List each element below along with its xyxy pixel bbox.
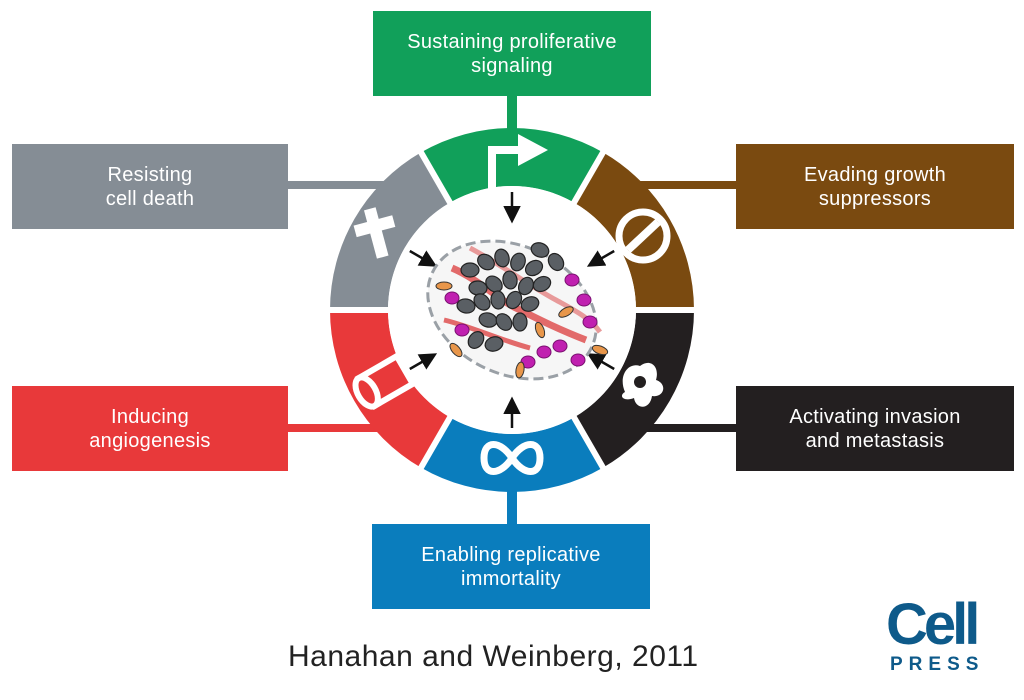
cell-press-logo: Cell PRESS [886, 596, 998, 680]
hallmark-box-evading-growth-suppressors: Evading growth suppressors [736, 144, 1014, 229]
tumor-cell [473, 293, 491, 311]
ring-separator [417, 414, 454, 471]
cross-icon [353, 207, 396, 259]
invading-cell-icon [621, 362, 664, 407]
tumor-cell [505, 290, 523, 310]
hallmark-label-line: Resisting [107, 163, 193, 186]
connector-top [507, 96, 517, 156]
tumor-cell [524, 259, 544, 277]
connector-bottom [507, 466, 517, 526]
connector-bottom-left [288, 424, 400, 432]
arrow-icon [488, 134, 548, 190]
ring-separator [417, 149, 454, 206]
blood-vessel-icon [352, 352, 417, 410]
tumor-cell [520, 296, 540, 312]
ring-segment-top-right [574, 152, 694, 310]
logo-sub: PRESS [890, 654, 985, 675]
inward-arrow [409, 353, 438, 371]
tumor-cell [477, 253, 495, 271]
tumor-cell [532, 275, 552, 293]
inward-arrow [586, 249, 615, 267]
stromal-cell [591, 344, 609, 356]
stromal-cell [449, 342, 463, 358]
hallmark-label-line: angiogenesis [89, 429, 211, 452]
tumor-cell [502, 270, 518, 290]
tumor-cells-icon [426, 239, 609, 381]
tumor-cell [512, 312, 528, 332]
stromal-cell [534, 321, 546, 339]
tumor-cell [530, 242, 550, 258]
connector-lines [288, 96, 736, 526]
stromal-cell [435, 281, 453, 291]
hallmark-label-line: cell death [105, 187, 195, 210]
ring-segment-top-left [330, 152, 450, 310]
hallmark-box-enabling-replicative-immortality: Enabling replicative immortality [372, 524, 650, 609]
immune-cell [570, 353, 586, 367]
hallmark-label-line: Activating invasion [789, 405, 961, 428]
immune-cell [444, 291, 460, 305]
connector-top-left [288, 181, 400, 189]
inward-arrow [586, 353, 615, 371]
immune-cell [576, 293, 592, 307]
tumor-cell [456, 298, 476, 314]
tumor-cell [517, 276, 535, 296]
hallmark-label-line: and metastasis [805, 429, 945, 452]
tumor-cell [460, 262, 480, 278]
hallmark-ring [330, 127, 694, 492]
inward-arrows [409, 192, 615, 428]
stromal-cell [515, 361, 525, 379]
hallmark-box-inducing-angiogenesis: Inducing angiogenesis [12, 386, 288, 471]
immune-cell [582, 315, 598, 329]
immune-cell [564, 273, 580, 287]
hallmark-box-activating-invasion-and-metastasis: Activating invasion and metastasis [736, 386, 1014, 471]
hallmark-box-sustaining-proliferative-signaling: Sustaining proliferative signaling [373, 11, 651, 96]
ring-segment-top [421, 127, 603, 203]
tumor-cell [510, 252, 526, 272]
tumor-cell [484, 336, 504, 352]
tumor-cell [467, 331, 485, 349]
stromal-cell [558, 306, 574, 318]
tumor-cell [494, 248, 510, 268]
logo-word: Cell [886, 592, 980, 657]
tumor-cell [547, 252, 565, 272]
ring-separator [570, 149, 607, 206]
citation-text: Hanahan and Weinberg, 2011 [288, 640, 699, 673]
tumor-cell [485, 275, 503, 293]
connector-bottom-right [624, 424, 736, 432]
ring-separators [328, 149, 696, 471]
hallmark-label-line: signaling [471, 54, 553, 77]
hallmark-label-line: Evading growth [803, 163, 947, 186]
hallmark-label-line: suppressors [818, 187, 932, 210]
infinity-icon [480, 441, 544, 475]
inward-arrow [409, 249, 438, 267]
no-entry-icon [615, 208, 671, 264]
immune-cell [536, 345, 552, 359]
ring-separator [570, 414, 607, 471]
hallmark-label-line: Enabling replicative [421, 543, 601, 566]
ring-segment-bottom-left [330, 310, 450, 468]
hallmark-label-line: Sustaining proliferative [407, 30, 617, 53]
immune-cell [552, 339, 568, 353]
hallmark-box-resisting-cell-death: Resisting cell death [12, 144, 288, 229]
hallmark-label-line: immortality [461, 567, 561, 590]
tumor-cell [490, 290, 506, 310]
tumor-cell [495, 313, 513, 331]
hallmark-label-line: Inducing [110, 405, 189, 428]
connector-top-right [624, 181, 736, 189]
immune-cell [454, 323, 470, 337]
